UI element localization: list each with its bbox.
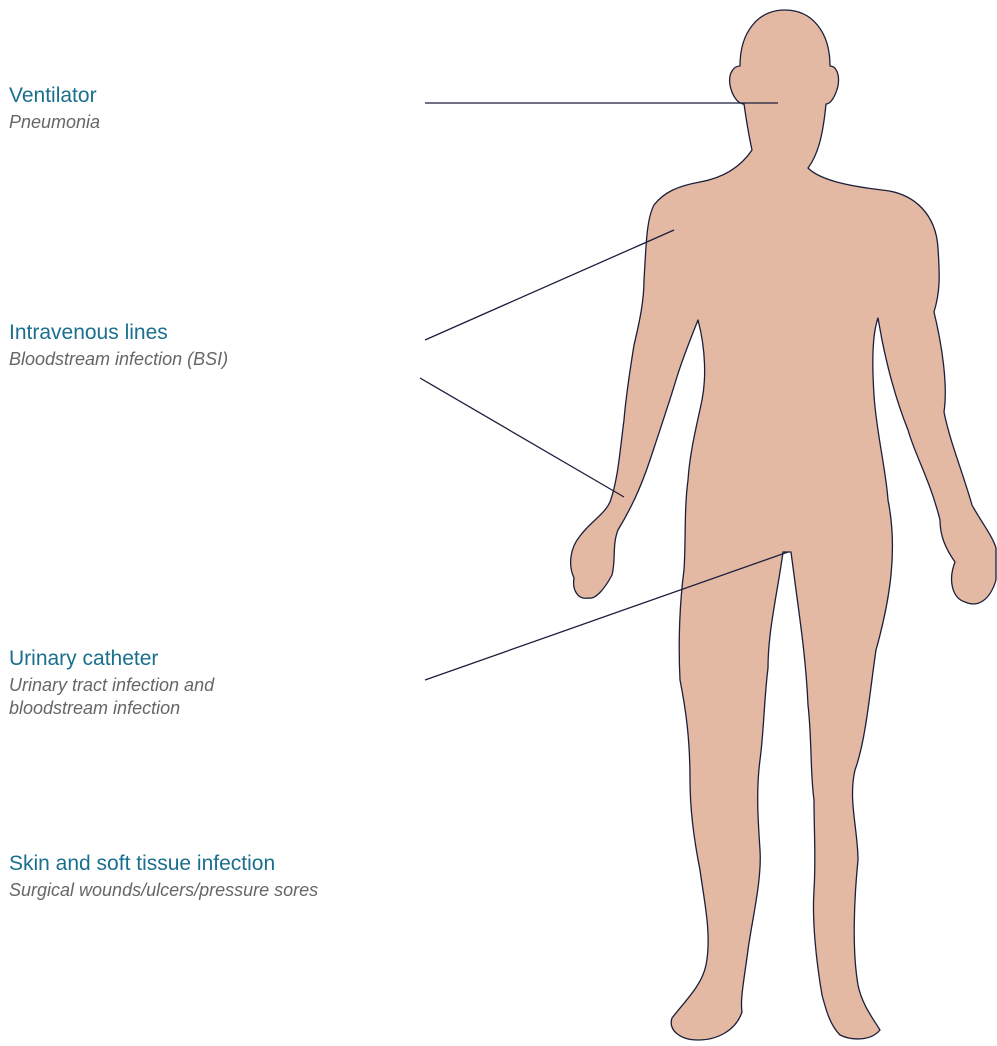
skin-title: Skin and soft tissue infection <box>9 852 318 876</box>
human-body-silhouette <box>571 10 996 1040</box>
label-intravenous-lines: Intravenous lines Bloodstream infection … <box>9 321 228 371</box>
label-skin-soft-tissue: Skin and soft tissue infection Surgical … <box>9 852 318 902</box>
leader-line-iv-upper <box>425 230 674 340</box>
urinary-subtitle-line2: bloodstream infection <box>9 697 214 720</box>
iv-title: Intravenous lines <box>9 321 228 345</box>
urinary-subtitle-line1: Urinary tract infection and <box>9 674 214 697</box>
label-ventilator: Ventilator Pneumonia <box>9 84 100 134</box>
iv-subtitle: Bloodstream infection (BSI) <box>9 348 228 371</box>
skin-subtitle: Surgical wounds/ulcers/pressure sores <box>9 879 318 902</box>
ventilator-title: Ventilator <box>9 84 100 108</box>
leader-line-iv-lower <box>420 378 624 497</box>
urinary-title: Urinary catheter <box>9 647 214 671</box>
label-urinary-catheter: Urinary catheter Urinary tract infection… <box>9 647 214 720</box>
ventilator-subtitle: Pneumonia <box>9 111 100 134</box>
